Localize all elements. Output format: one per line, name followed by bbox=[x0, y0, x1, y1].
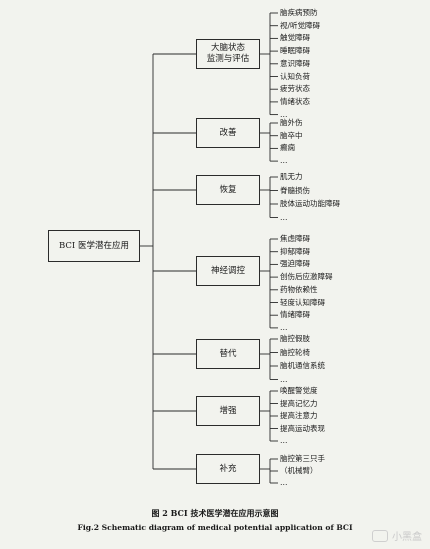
leaf-item: 提高记忆力 bbox=[280, 398, 318, 408]
leaf-item: … bbox=[280, 156, 288, 166]
category-label: 改善 bbox=[219, 128, 236, 139]
category-label-line: 改善 bbox=[219, 127, 237, 138]
root-node: BCI 医学潜在应用 bbox=[48, 230, 140, 262]
leaf-item: （机械臂） bbox=[280, 466, 318, 475]
leaf-item: 脑机通信系统 bbox=[280, 361, 325, 370]
leaf-item: 创伤后应激障碍 bbox=[280, 272, 333, 282]
category-label: 大脑状态监测与评估 bbox=[207, 43, 250, 65]
category-box: 增强 bbox=[196, 396, 260, 426]
leaf-item: 睡眠障碍 bbox=[280, 46, 310, 56]
watermark: 小黑盒 bbox=[372, 528, 422, 543]
leaf-item: 强迫障碍 bbox=[280, 259, 310, 269]
leaf-item: … bbox=[280, 109, 288, 119]
root-node-label: BCI 医学潜在应用 bbox=[59, 240, 129, 251]
category-box: 神经调控 bbox=[196, 256, 260, 286]
leaf-item: 认知负荷 bbox=[280, 71, 310, 81]
figure-caption-en: Fig.2 Schematic diagram of medical poten… bbox=[77, 523, 353, 532]
category-box: 替代 bbox=[196, 339, 260, 369]
leaf-item: 脑控假肢 bbox=[280, 334, 310, 343]
leaf-item: … bbox=[280, 478, 288, 487]
leaf-item: … bbox=[280, 436, 288, 445]
category-label-line: 神经调控 bbox=[210, 265, 245, 276]
leaf-item: 唤醒警觉度 bbox=[280, 386, 318, 395]
category-label: 恢复 bbox=[219, 185, 236, 196]
watermark-logo-icon bbox=[372, 529, 388, 542]
leaf-item: 脑控第三只手 bbox=[280, 454, 325, 463]
leaf-item: … bbox=[280, 212, 288, 222]
category-box: 改善 bbox=[196, 118, 260, 148]
leaf-item: 药物依赖性 bbox=[280, 284, 318, 294]
leaf-item: 情绪障碍 bbox=[280, 310, 310, 320]
leaf-item: 肌无力 bbox=[280, 172, 303, 181]
watermark-text: 小黑盒 bbox=[392, 532, 422, 543]
leaf-item: 抑郁障碍 bbox=[280, 246, 310, 256]
leaf-item: 脑控轮椅 bbox=[280, 347, 310, 357]
category-label: 替代 bbox=[219, 349, 236, 360]
category-label: 增强 bbox=[219, 406, 236, 417]
leaf-item: 脑疾病预防 bbox=[280, 8, 318, 17]
leaf-item: 脑外伤 bbox=[280, 118, 303, 127]
leaf-item: 触觉障碍 bbox=[280, 33, 310, 43]
category-box: 大脑状态监测与评估 bbox=[196, 39, 260, 69]
leaf-item: 意识障碍 bbox=[280, 58, 310, 68]
leaf-item: 焦虑障碍 bbox=[280, 234, 310, 243]
leaf-item: 情绪状态 bbox=[280, 96, 310, 106]
leaf-item: 提高注意力 bbox=[280, 411, 318, 420]
category-label-line: 增强 bbox=[219, 405, 237, 416]
category-label: 补充 bbox=[219, 464, 236, 475]
leaf-item: 肢体运动功能障碍 bbox=[280, 199, 340, 208]
category-label-line: 大脑状态 bbox=[210, 43, 245, 53]
category-label-line: 监测与评估 bbox=[206, 54, 250, 64]
leaf-item: 提高运动表现 bbox=[280, 423, 325, 433]
leaf-item: 疲劳状态 bbox=[280, 84, 310, 94]
category-label-line: 恢复 bbox=[219, 184, 237, 195]
category-box: 补充 bbox=[196, 454, 260, 484]
category-label: 神经调控 bbox=[211, 266, 245, 277]
figure-caption-zh: 图 2 BCI 技术医学潜在应用示意图 bbox=[151, 508, 279, 518]
leaf-item: 脊髓损伤 bbox=[280, 185, 310, 195]
category-label-line: 替代 bbox=[219, 348, 237, 359]
leaf-item: 轻度认知障碍 bbox=[280, 297, 325, 307]
category-label-line: 补充 bbox=[219, 463, 237, 474]
leaf-item: … bbox=[280, 374, 288, 384]
leaf-item: 视/听觉障碍 bbox=[280, 20, 321, 30]
category-box: 恢复 bbox=[196, 175, 260, 205]
leaf-item: 癫痫 bbox=[280, 143, 295, 153]
leaf-item: 脑卒中 bbox=[280, 130, 303, 140]
leaf-item: … bbox=[280, 322, 288, 332]
